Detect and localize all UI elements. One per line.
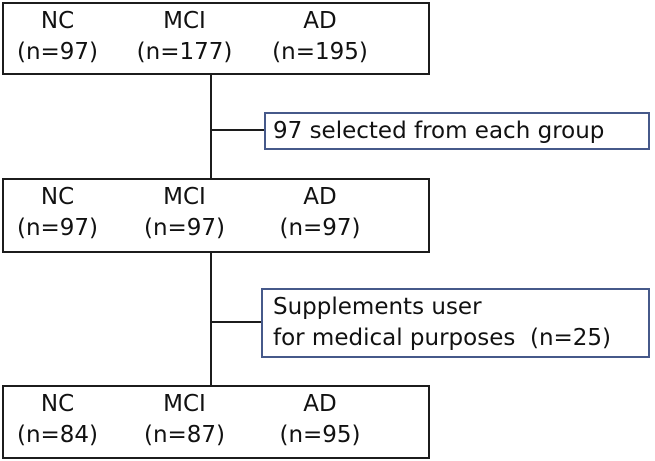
group-count: (n=97) <box>279 215 361 241</box>
group-ad: AD (n=95) <box>258 389 382 451</box>
exclusion-note-line-1: Supplements user <box>273 294 482 320</box>
group-label: MCI <box>163 391 206 417</box>
group-ad: AD (n=195) <box>258 6 382 68</box>
group-mci: MCI (n=177) <box>111 6 258 68</box>
exclusion-note-box: Supplements user for medical purposes (n… <box>261 288 650 358</box>
group-row: NC (n=97) MCI (n=177) AD (n=195) <box>4 4 428 68</box>
stage-box-matched-cohort: NC (n=97) MCI (n=97) AD (n=97) <box>2 178 430 253</box>
group-mci: MCI (n=87) <box>111 389 258 451</box>
group-ad: AD (n=97) <box>258 182 382 244</box>
group-label: NC <box>40 391 75 417</box>
exclusion-note-line-2: for medical purposes (n=25) <box>273 325 612 351</box>
group-row: NC (n=84) MCI (n=87) AD (n=95) <box>4 387 428 451</box>
group-count: (n=87) <box>143 422 226 448</box>
group-label: MCI <box>163 8 206 34</box>
stage-box-final-cohort: NC (n=84) MCI (n=87) AD (n=95) <box>2 385 430 459</box>
group-label: AD <box>303 8 337 34</box>
group-label: NC <box>40 184 75 210</box>
group-count: (n=97) <box>16 215 99 241</box>
group-count: (n=95) <box>279 422 361 448</box>
group-count: (n=195) <box>272 39 368 65</box>
group-mci: MCI (n=97) <box>111 182 258 244</box>
group-label: AD <box>303 184 337 210</box>
connector-branch-selection <box>212 129 264 131</box>
connector-vertical-bottom <box>210 253 212 385</box>
connector-vertical-top <box>210 75 212 178</box>
group-count: (n=84) <box>16 422 99 448</box>
group-count: (n=97) <box>16 39 99 65</box>
group-count: (n=177) <box>136 39 233 65</box>
group-nc: NC (n=84) <box>4 389 111 451</box>
connector-branch-exclusion <box>212 321 261 323</box>
group-label: MCI <box>163 184 206 210</box>
group-count: (n=97) <box>143 215 226 241</box>
stage-box-initial-cohort: NC (n=97) MCI (n=177) AD (n=195) <box>2 2 430 75</box>
selection-note-box: 97 selected from each group <box>264 112 650 150</box>
group-label: NC <box>40 8 75 34</box>
group-nc: NC (n=97) <box>4 182 111 244</box>
group-label: AD <box>303 391 337 417</box>
group-nc: NC (n=97) <box>4 6 111 68</box>
selection-note-text: 97 selected from each group <box>273 117 605 144</box>
group-row: NC (n=97) MCI (n=97) AD (n=97) <box>4 180 428 244</box>
